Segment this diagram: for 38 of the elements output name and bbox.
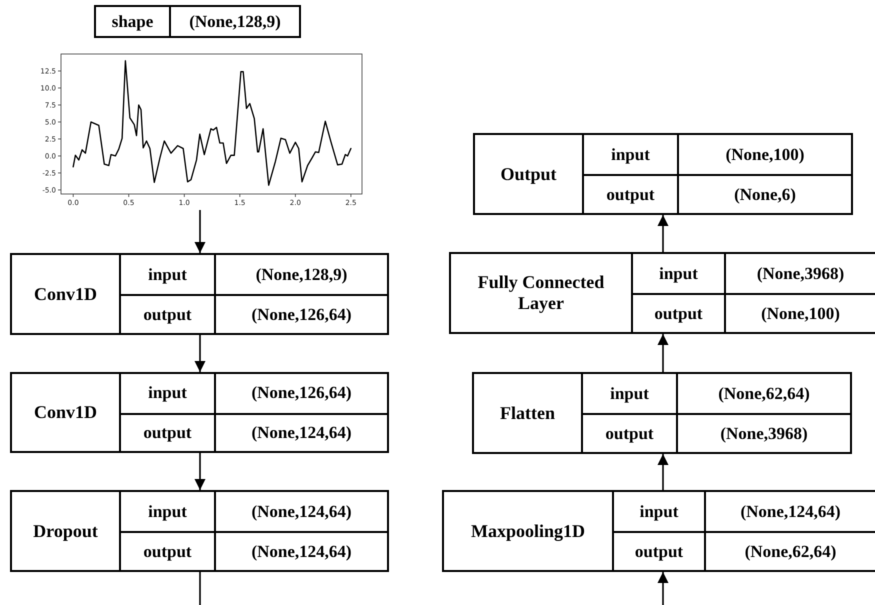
layer-name: Conv1D xyxy=(32,282,98,306)
arrow xyxy=(658,215,668,252)
io-label: output xyxy=(119,294,214,333)
layer-table xyxy=(10,372,389,453)
io-label: output xyxy=(119,412,214,451)
layer-table xyxy=(442,490,875,572)
io-label: output xyxy=(581,413,676,452)
io-label: output xyxy=(612,531,704,570)
io-label: input xyxy=(581,374,676,413)
arrow xyxy=(658,334,668,372)
table-header: shape xyxy=(110,10,154,33)
layer-table xyxy=(472,372,852,454)
shape-table xyxy=(94,5,301,38)
layer-table xyxy=(10,253,389,335)
io-label: input xyxy=(582,135,677,174)
layer-table xyxy=(449,252,875,334)
arrow xyxy=(194,210,206,253)
io-label: input xyxy=(119,374,214,412)
layer-table xyxy=(473,133,853,215)
arrow xyxy=(658,572,668,605)
layer-name: Maxpooling1D xyxy=(470,520,586,543)
io-label: input xyxy=(119,492,214,531)
io-label: input xyxy=(631,254,724,293)
arrow xyxy=(658,454,668,490)
layer-name: Dropout xyxy=(32,520,99,543)
io-label: output xyxy=(631,293,724,332)
layer-name: Fully Connected Layer xyxy=(476,271,606,315)
io-label: input xyxy=(612,492,704,531)
io-label: output xyxy=(119,531,214,570)
arrow xyxy=(194,335,206,372)
layer-name: Flatten xyxy=(499,402,556,425)
io-label: output xyxy=(582,174,677,213)
layer-table xyxy=(10,490,389,572)
arrow xyxy=(194,453,206,490)
connector-line xyxy=(199,572,201,605)
io-label: input xyxy=(119,255,214,294)
layer-name: Output xyxy=(499,162,558,186)
layer-name: Conv1D xyxy=(32,401,98,424)
